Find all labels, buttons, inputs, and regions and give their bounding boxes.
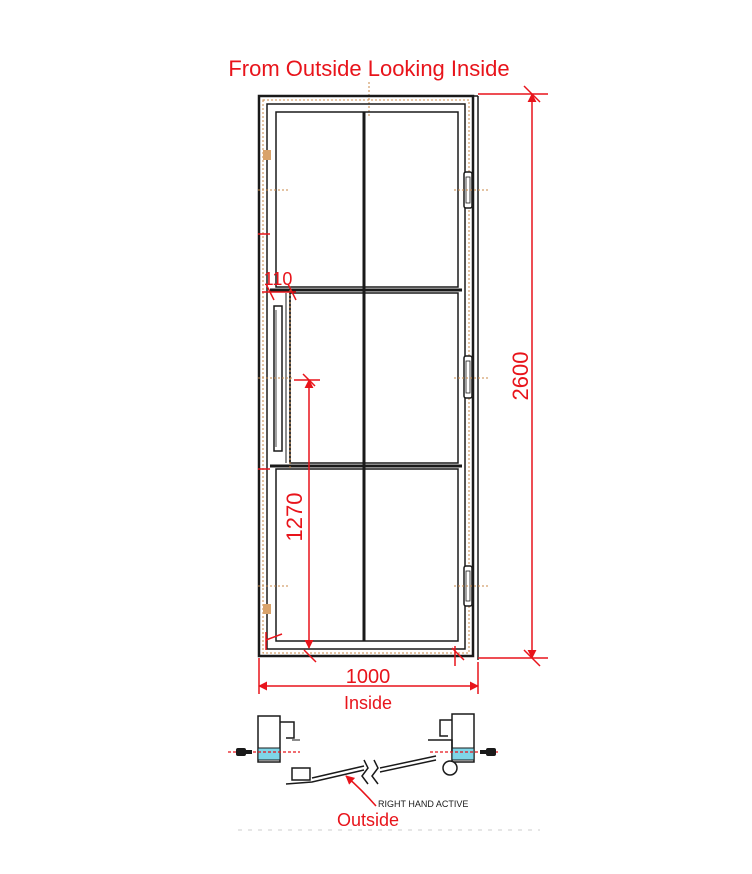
frame-inset-dotted <box>262 99 470 654</box>
right-jamb-section <box>428 713 475 776</box>
left-jamb-section <box>257 715 295 763</box>
left-screw-icon <box>236 748 252 756</box>
glass-panel-bottom <box>275 468 459 642</box>
height-dimension <box>478 85 548 667</box>
handle-height-dimension <box>294 373 320 649</box>
fixing-guides <box>258 189 490 587</box>
door-leaf-plan <box>285 755 437 785</box>
handle-offset-label: 110 <box>264 269 293 289</box>
handle-offset-dimension <box>262 283 297 301</box>
glazing-grid <box>270 111 462 642</box>
outside-label: Outside <box>337 810 399 830</box>
width-dimension <box>258 658 479 694</box>
swing-label: RIGHT HAND ACTIVE <box>378 799 468 809</box>
handle-height-label: 1270 <box>282 493 307 542</box>
glass-panel-middle <box>289 292 459 464</box>
inside-label: Inside <box>344 693 392 713</box>
bolt-bottom-icon <box>263 604 271 614</box>
width-dimension-label: 1000 <box>346 666 391 688</box>
plan-section-view: RIGHT HAND ACTIVE Outside <box>228 713 540 831</box>
bottom-gap-ticks <box>265 632 465 666</box>
bolt-markers <box>263 150 271 614</box>
height-dimension-label: 2600 <box>508 352 533 401</box>
inner-frame <box>266 103 466 650</box>
drawing-title: From Outside Looking Inside <box>228 56 509 81</box>
bolt-top-icon <box>263 150 271 160</box>
right-screw-icon <box>480 748 496 756</box>
outer-frame <box>257 94 475 658</box>
hinge-middle <box>463 355 473 399</box>
glass-panel-top <box>275 111 459 288</box>
side-ticks <box>258 233 270 470</box>
swing-arrow <box>345 775 377 807</box>
